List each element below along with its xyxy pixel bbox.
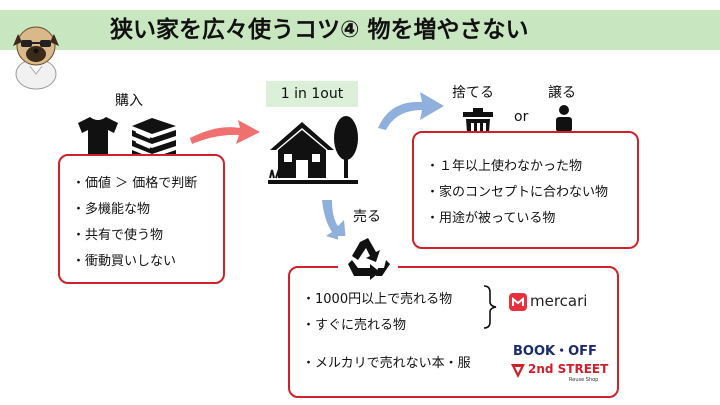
secondstreet-subtitle: Reuse Shop <box>569 377 599 383</box>
one-in-one-out-tag: 1 in 1out <box>266 81 358 107</box>
throw-away-label: 捨てる <box>452 85 494 101</box>
or-label: or <box>514 109 529 125</box>
recycle-icon <box>348 238 390 280</box>
pug-mascot-icon <box>13 26 59 90</box>
purchase-item: ・共有で使う物 <box>72 228 164 243</box>
discard-item: ・１年以上使わなかった物 <box>426 159 583 174</box>
arrow-to-sell-icon <box>322 200 346 242</box>
give-away-label: 譲る <box>548 85 576 101</box>
sell-box: ・1000円以上で売れる物 ・すぐに売れる物 ・メルカリで売れない本・服 <box>288 266 619 398</box>
arrow-to-house-icon <box>190 120 260 144</box>
purchase-item: ・価値 ＞ 価格で判断 <box>72 176 198 191</box>
purchase-item: ・多機能な物 <box>72 202 151 217</box>
page-title: 狭い家を広々使うコツ④ 物を増やさない <box>110 17 529 43</box>
house-icon <box>268 116 358 184</box>
purchase-item: ・衝動買いしない <box>72 254 177 269</box>
purchase-label: 購入 <box>115 93 143 109</box>
tshirt-icon <box>78 117 118 157</box>
mercari-brand: mercari <box>530 292 588 310</box>
sell-item: ・すぐに売れる物 <box>302 318 407 333</box>
discard-box: ・１年以上使わなかった物 ・家のコンセプトに合わない物 ・用途が被っている物 <box>412 131 639 249</box>
arrow-to-discard-icon <box>378 92 444 130</box>
discard-item: ・家のコンセプトに合わない物 <box>426 185 609 200</box>
sell-label: 売る <box>353 209 381 225</box>
mercari-logo-icon <box>509 293 527 311</box>
sell-item: ・メルカリで売れない本・服 <box>302 356 471 371</box>
brace-icon <box>483 285 497 329</box>
secondstreet-logo-icon <box>511 364 525 378</box>
bookoff-brand: BOOK・OFF <box>513 344 597 359</box>
discard-item: ・用途が被っている物 <box>426 211 556 226</box>
title-bar <box>0 10 720 50</box>
sell-item: ・1000円以上で売れる物 <box>302 292 453 307</box>
secondstreet-brand: 2nd STREET <box>528 362 609 376</box>
purchase-box: ・価値 ＞ 価格で判断 ・多機能な物 ・共有で使う物 ・衝動買いしない <box>58 154 225 284</box>
